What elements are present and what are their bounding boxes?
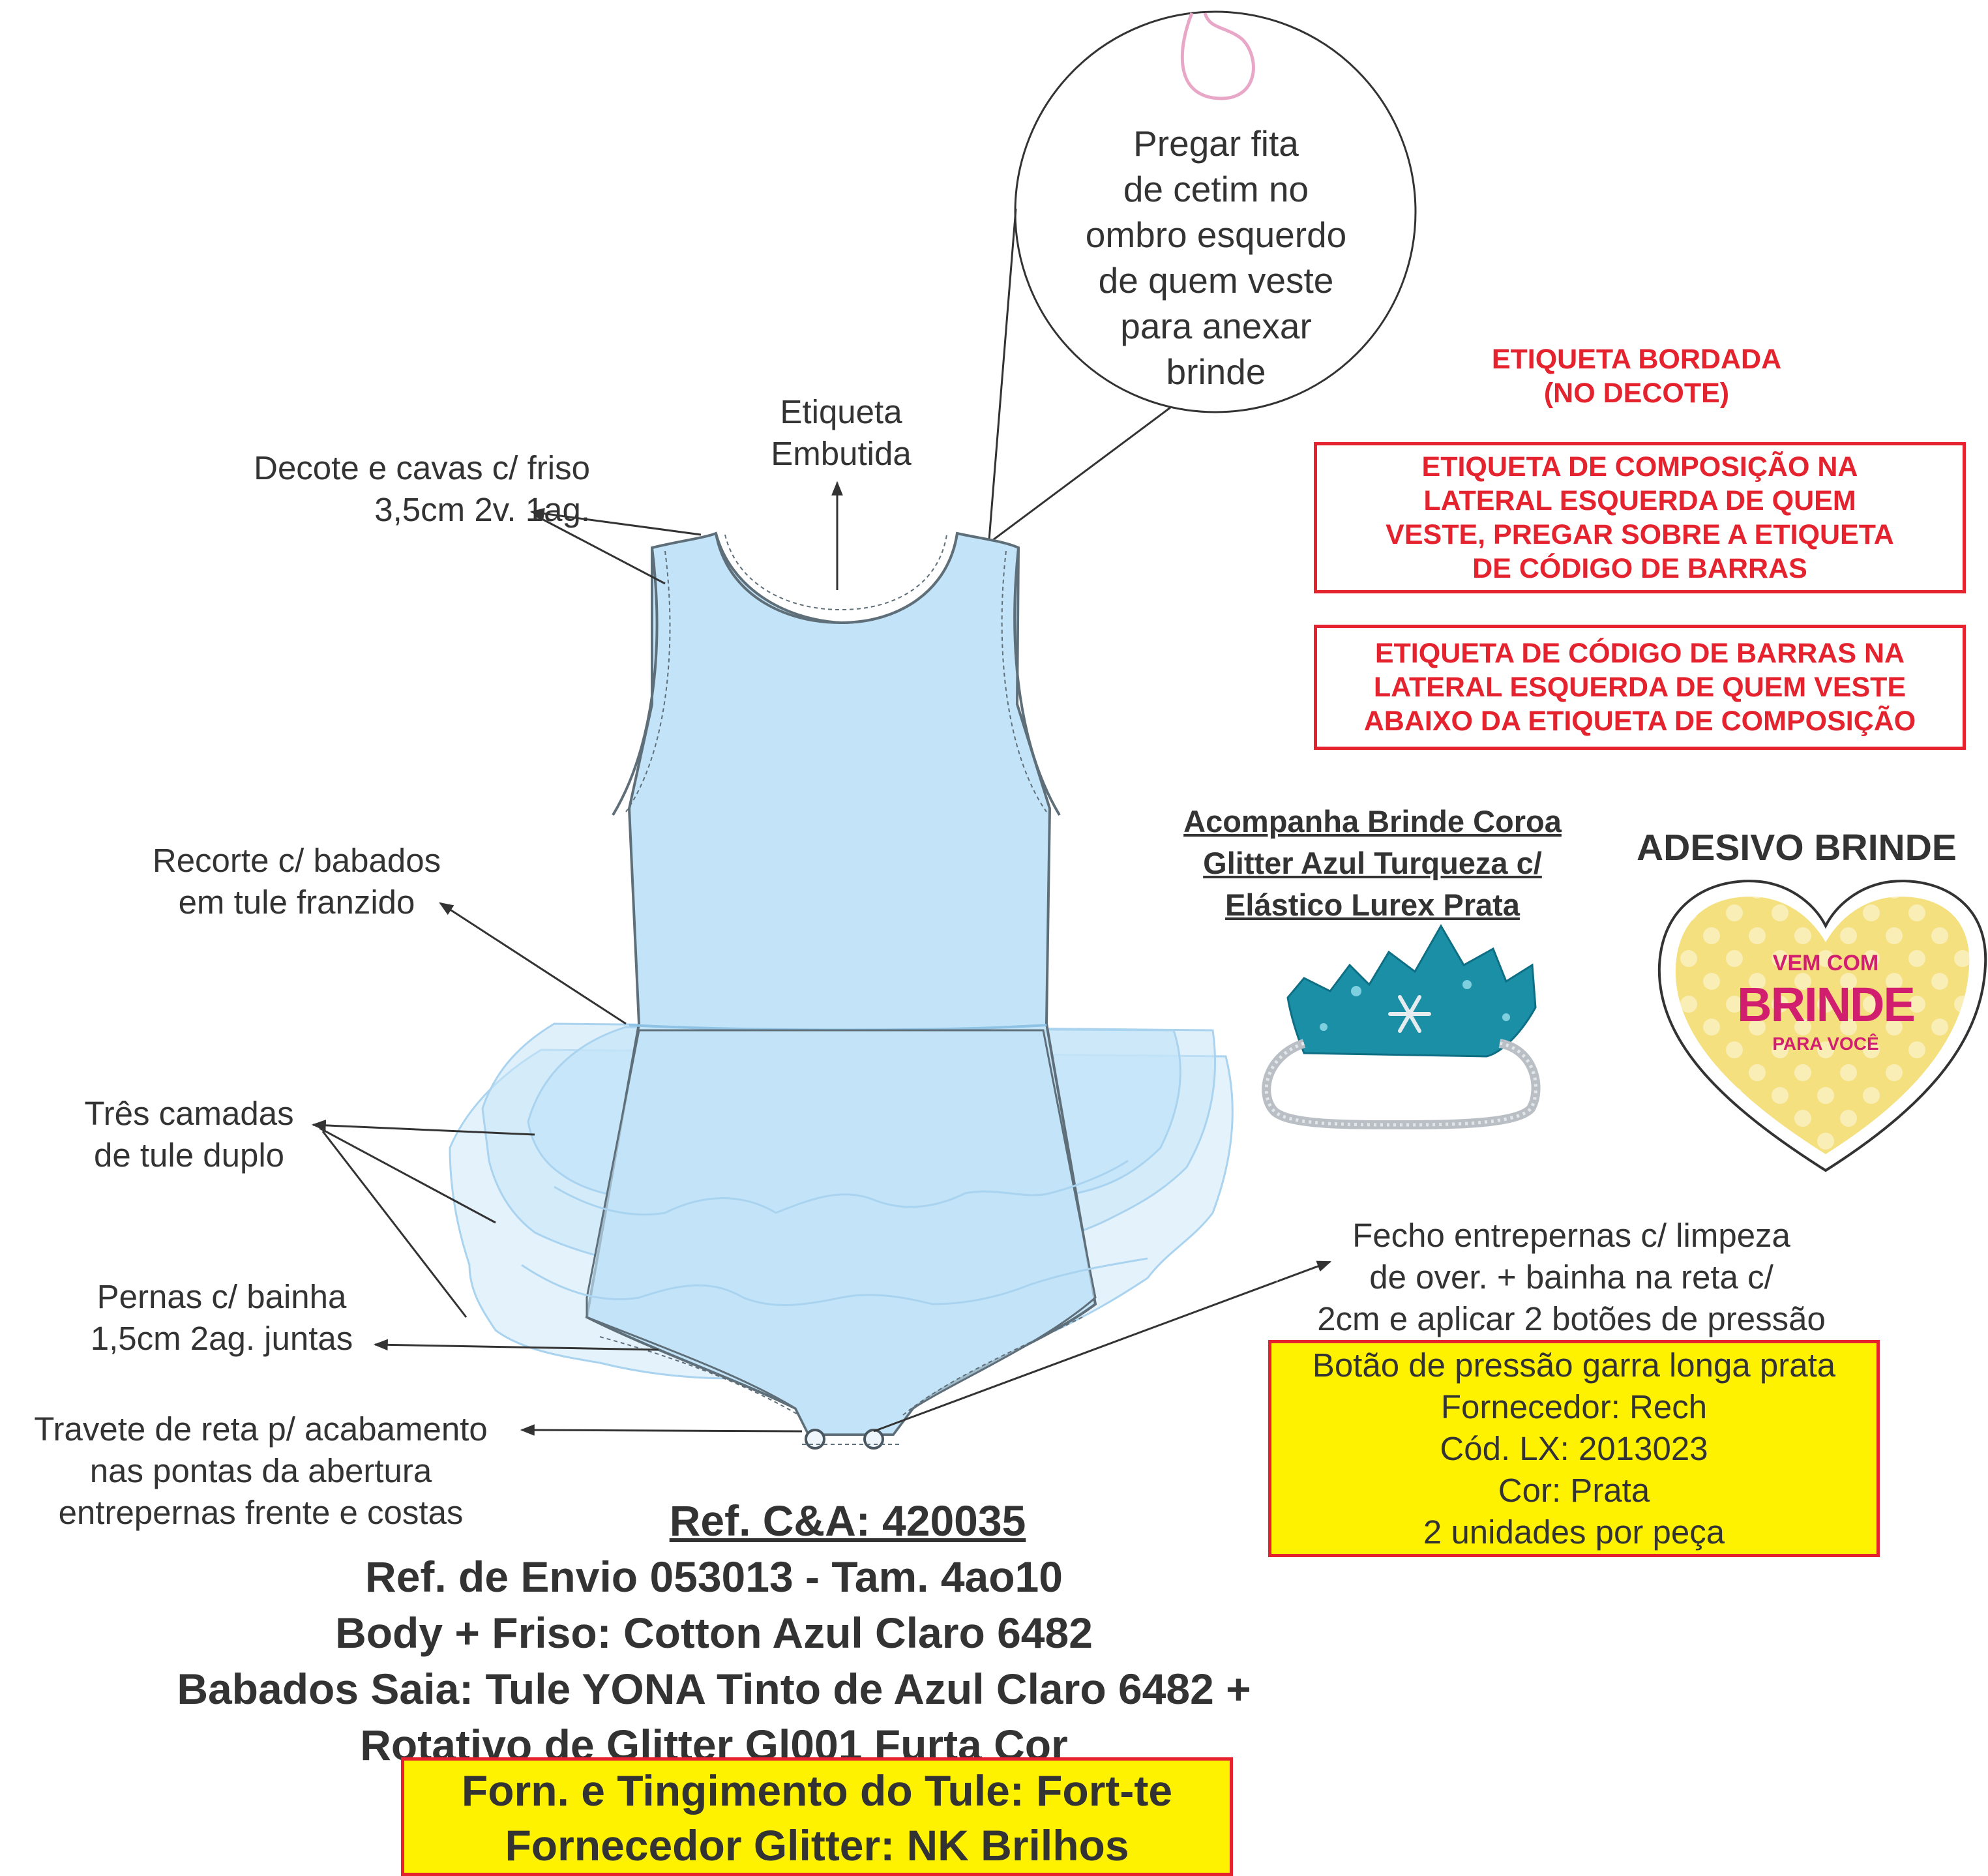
bartack-arrow: [520, 1424, 803, 1436]
satin-ribbon-icon: [1180, 12, 1255, 100]
crown-title-line: Glitter Azul Turqueza c/: [1203, 846, 1542, 880]
composition-label-line: LATERAL ESQUERDA DE QUEM: [1423, 485, 1856, 516]
sticker-line-2: BRINDE: [1737, 977, 1916, 1032]
circle-note-line: de cetim no: [1123, 169, 1309, 209]
circle-note-line: para anexar: [1120, 306, 1312, 346]
bartack-line: entrepernas frente e costas: [58, 1494, 464, 1531]
supplier-line: Forn. e Tingimento do Tule: Fort-te: [461, 1766, 1173, 1815]
composition-label-line: ETIQUETA DE COMPOSIÇÃO NA: [1421, 451, 1858, 483]
snap-button-spec-line: Fornecedor: Rech: [1440, 1388, 1708, 1425]
snap-button-left: [805, 1429, 825, 1450]
legs-line: 1,5cm 2ag. juntas: [90, 1320, 353, 1357]
circle-note-line: Pregar fita: [1133, 123, 1299, 164]
crown-title-line: Elástico Lurex Prata: [1225, 887, 1520, 922]
composition-label-line: DE CÓDIGO DE BARRAS: [1472, 553, 1807, 584]
neck-binding: [715, 533, 958, 625]
heart-sticker: [1657, 880, 1987, 1172]
crown-icon: [1262, 924, 1541, 1130]
neckline-arrow-1: [529, 507, 702, 536]
label-tag-line: Embutida: [771, 435, 912, 472]
cut-ruffles-line: Recorte c/ babados: [152, 842, 441, 879]
label-tag-line: Etiqueta: [780, 393, 902, 430]
neckline-note: Decote e cavas c/ friso 3,5cm 2v. 1ag.: [196, 447, 590, 531]
sticker-line-1: VEM COM: [1772, 951, 1879, 975]
composition-label-line: VESTE, PREGAR SOBRE A ETIQUETA: [1386, 519, 1894, 550]
ruffle-arrow: [439, 902, 627, 1025]
crotch-arrow: [873, 1260, 1332, 1433]
layers-arrow-3: [321, 1131, 467, 1318]
tulle-layers-line: Três camadas: [84, 1095, 294, 1132]
sticker-title: ADESIVO BRINDE: [1637, 827, 1957, 869]
sticker-line-3: PARA VOCÊ: [1772, 1034, 1879, 1054]
circle-leader-left: [988, 208, 1017, 541]
leg-binding-right: [902, 1317, 1083, 1416]
circle-note-line: ombro esquerdo: [1085, 215, 1347, 255]
crotch-line: 2cm e aplicar 2 botões de pressão: [1317, 1300, 1826, 1337]
spec-line: Ref. de Envio 053013 - Tam. 4ao10: [365, 1553, 1063, 1601]
circle-note: Pregar fita de cetim no ombro esquerdo de q…: [1043, 121, 1389, 395]
circle-leader-right: [992, 406, 1171, 541]
crotch-line: de over. + bainha na reta c/: [1369, 1258, 1773, 1296]
embroidered-label-line: ETIQUETA BORDADA: [1491, 344, 1782, 375]
embroidered-label-note: ETIQUETA BORDADA(NO DECOTE): [1434, 342, 1839, 410]
cut-ruffles-note: Recorte c/ babados em tule franzido: [124, 840, 469, 923]
tulle-layers-note: Três camadas de tule duplo: [59, 1093, 319, 1176]
legs-note: Pernas c/ bainha 1,5cm 2ag. juntas: [68, 1276, 375, 1360]
snap-button-spec-line: Cód. LX: 2013023: [1440, 1430, 1708, 1467]
crotch-note: Fecho entrepernas c/ limpeza de over. + b…: [1278, 1215, 1865, 1340]
circle-note-line: brinde: [1166, 351, 1266, 392]
snap-button-spec-line: Cor: Prata: [1498, 1472, 1650, 1509]
layers-arrow-1: [311, 1120, 535, 1136]
armhole-left: [612, 547, 659, 816]
spec-ref: Ref. C&A: 420035: [669, 1496, 1026, 1545]
crown-title-line: Acompanha Brinde Coroa: [1183, 804, 1562, 839]
embroidered-label-line: (NO DECOTE): [1543, 378, 1730, 409]
snap-button-spec-line: Botão de pressão garra longa prata: [1312, 1347, 1836, 1384]
neckline-arrow-2: [534, 514, 666, 585]
tulle-layers-line: de tule duplo: [93, 1137, 285, 1174]
crotch-line: Fecho entrepernas c/ limpeza: [1352, 1217, 1790, 1254]
barcode-label-line: ABAIXO DA ETIQUETA DE COMPOSIÇÃO: [1363, 706, 1916, 737]
bartack-line: Travete de reta p/ acabamento: [34, 1410, 488, 1448]
body-lower-panel: [586, 1029, 1097, 1436]
tulle-front-ruffle: [554, 1159, 1129, 1216]
snap-button-right: [863, 1429, 884, 1450]
bartack-line: nas pontas da abertura: [89, 1452, 432, 1489]
snap-button-spec-line: 2 unidades por peça: [1423, 1513, 1725, 1551]
neckline-line: 3,5cm 2v. 1ag.: [374, 491, 590, 528]
armhole-right: [1013, 547, 1061, 816]
barcode-label-line: ETIQUETA DE CÓDIGO DE BARRAS NA: [1374, 638, 1905, 669]
spec-line: Babados Saia: Tule YONA Tinto de Azul Cl…: [177, 1665, 1251, 1713]
legs-line: Pernas c/ bainha: [96, 1278, 347, 1315]
cut-ruffles-line: em tule franzido: [178, 884, 415, 921]
sticker-text: VEM COM BRINDE PARA VOCÊ: [1702, 949, 1950, 1056]
layers-arrow-2: [319, 1127, 496, 1224]
circle-note-line: de quem veste: [1098, 260, 1334, 301]
leg-binding-left: [599, 1336, 799, 1416]
neckline-line: Decote e cavas c/ friso: [254, 449, 590, 486]
spec-line: Body + Friso: Cotton Azul Claro 6482: [335, 1609, 1093, 1657]
legs-arrow: [373, 1339, 659, 1351]
barcode-label-line: LATERAL ESQUERDA DE QUEM VESTE: [1373, 672, 1906, 703]
bartack-note: Travete de reta p/ acabamento nas pontas …: [0, 1408, 522, 1534]
supplier-line: Fornecedor Glitter: NK Brilhos: [505, 1821, 1129, 1869]
